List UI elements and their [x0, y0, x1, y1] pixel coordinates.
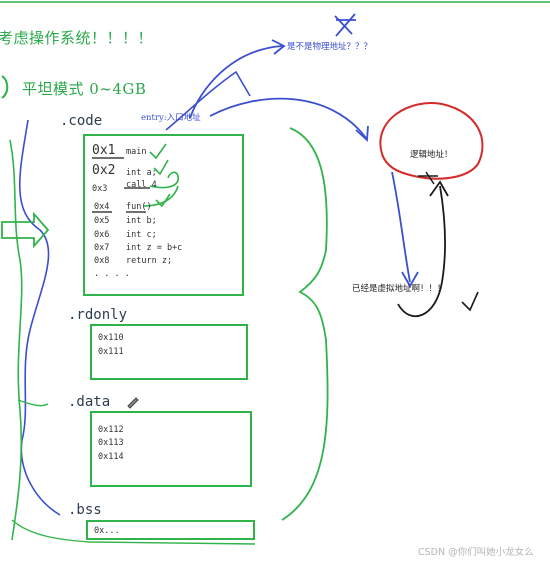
entry-arrow-right: [209, 97, 367, 139]
entry-label: entry:入口地址: [141, 113, 201, 123]
down-arrow: [391, 171, 411, 283]
entry-arrow-up: [189, 45, 283, 119]
left-squiggle-2: [11, 519, 256, 545]
data-addr: 0x112: [98, 425, 124, 435]
rdonly-addr: 0x111: [98, 347, 124, 357]
data-addr: 0x114: [98, 452, 124, 462]
black-tick-mark: [461, 291, 479, 312]
code-row-addr: 0x8: [94, 256, 110, 266]
bss-section-label: .bss: [68, 502, 102, 518]
code-box: [83, 134, 244, 296]
code-row-addr: 0x3: [92, 184, 108, 194]
rdonly-addr: 0x110: [98, 333, 124, 343]
code-row-code: int c;: [126, 230, 157, 240]
code-row-addr: 0x6: [94, 230, 110, 240]
pencil-icon: [127, 397, 139, 409]
check-mark-icon: [149, 143, 167, 160]
page-title: 考虑操作系统！！！！: [0, 29, 154, 47]
code-row-addr: 0x7: [94, 243, 110, 253]
data-section-label: .data: [68, 394, 111, 410]
green-arrow-icon: [1, 211, 50, 249]
code-row-code: int z = b+c: [126, 243, 183, 253]
right-brace: [281, 127, 329, 521]
rdonly-section-label: .rdonly: [68, 307, 128, 323]
return-arrow-head: [429, 180, 449, 197]
left-squiggle: [17, 399, 49, 407]
down-arrow-head: [401, 271, 419, 288]
code-row-addr: 0x5: [94, 216, 110, 226]
code-row-code: return z;: [126, 256, 173, 266]
call-arrow: [149, 171, 179, 189]
blue-sweep-curve: [18, 119, 61, 516]
logical-address-note: 逻辑地址！: [410, 150, 453, 160]
entry-arrow-right-head: [355, 125, 369, 142]
flat-mode-label: 平坦模式 0~4GB: [22, 80, 147, 98]
data-box: [90, 411, 252, 487]
rdonly-box: [90, 324, 248, 380]
code-row-addr: 0x2: [92, 163, 116, 178]
cross-mark-icon: [334, 13, 356, 37]
code-row-code: int a;: [126, 168, 157, 178]
bss-box: [86, 520, 255, 540]
code-row-code: int b;: [126, 216, 157, 226]
code-section-label: .code: [60, 113, 103, 129]
red-circle-tail: [418, 171, 438, 185]
code-row-code: fun(): [126, 202, 152, 212]
watermark: CSDN @你们叫她小龙女么: [418, 547, 534, 558]
entry-diagonal: [165, 70, 251, 131]
return-arrow: [397, 185, 446, 318]
data-addr: 0x113: [98, 438, 124, 448]
check-mark-icon: [153, 159, 169, 176]
code-row-addr: 0x4: [94, 202, 110, 212]
red-circle: [379, 102, 484, 180]
left-brace: [9, 139, 23, 541]
check-mark-icon: [155, 193, 171, 208]
code-row-addr: . . . .: [94, 269, 130, 279]
bss-addr: 0x...: [94, 526, 120, 536]
code-row-code: call 4: [126, 180, 157, 190]
code-row-addr: 0x1: [92, 143, 116, 158]
flat-mode-marker: [1, 75, 9, 99]
virtual-address-note: 已经是虚拟地址啊！！！: [352, 284, 446, 294]
entry-arrow-up-head: [271, 39, 286, 55]
code-row-code: main: [126, 147, 147, 157]
question-note: 是不是物理地址？？？: [287, 42, 373, 52]
